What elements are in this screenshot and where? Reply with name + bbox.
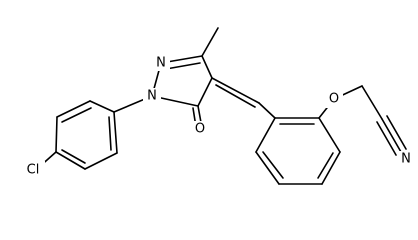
bond-nitrile-2: [376, 121, 397, 156]
bond-benzene-3: [321, 151, 341, 185]
bond-exocyclic-double: [211, 77, 260, 104]
atom-carbonyl-oxygen-label: O: [195, 122, 205, 137]
bond-benzene-3-inner: [317, 152, 334, 179]
bond-chlorophenyl-2: [56, 100, 91, 118]
bond-methyl: [201, 27, 219, 57]
bond-layer: [37, 27, 407, 185]
bond-exocyclic-double-inner: [215, 84, 256, 108]
bond-benzene-5: [255, 151, 280, 185]
bond-chlorophenyl-6-inner: [108, 116, 112, 151]
atom-n1: N: [143, 88, 161, 105]
bond-chlorophenyl-5: [84, 152, 118, 170]
atom-ether-oxygen-label: O: [329, 92, 339, 107]
bond-chlorophenyl-4: [55, 151, 86, 170]
atom-ether-oxygen: O: [325, 91, 343, 108]
atom-n2: N: [152, 54, 170, 71]
bond-n2-c3-inner: [165, 62, 201, 70]
bond-chlorophenyl-3: [55, 116, 58, 153]
atom-carbonyl-oxygen: O: [191, 121, 209, 138]
bond-c4-c5: [197, 77, 213, 107]
bond-nitrile-1: [381, 118, 402, 153]
bond-ch2-cn: [361, 85, 383, 120]
bond-chlorophenyl-2-inner: [61, 107, 92, 123]
bond-ch-aryl: [258, 102, 276, 119]
atom-label-layer: Cl N N O O N: [21, 54, 415, 178]
atom-chlorine-label: Cl: [27, 163, 40, 178]
bond-chlorophenyl-4-inner: [61, 149, 86, 164]
atom-nitrile-nitrogen: N: [397, 151, 415, 168]
bond-benzene-6: [255, 117, 276, 153]
bond-c3-c4: [201, 55, 213, 79]
atom-n1-label: N: [147, 89, 157, 104]
bond-chlorophenyl-6: [113, 111, 118, 154]
bond-nitrile-3: [386, 115, 407, 150]
bond-chlorophenyl-1: [89, 100, 115, 113]
bond-benzene-2: [318, 117, 341, 153]
atom-nitrile-nitrogen-label: N: [401, 152, 411, 167]
bond-benzene-5-inner: [262, 151, 284, 179]
atom-chlorine: Cl: [21, 161, 45, 178]
chemical-structure: Cl N N O O N: [21, 27, 415, 185]
atom-n2-label: N: [156, 56, 166, 71]
